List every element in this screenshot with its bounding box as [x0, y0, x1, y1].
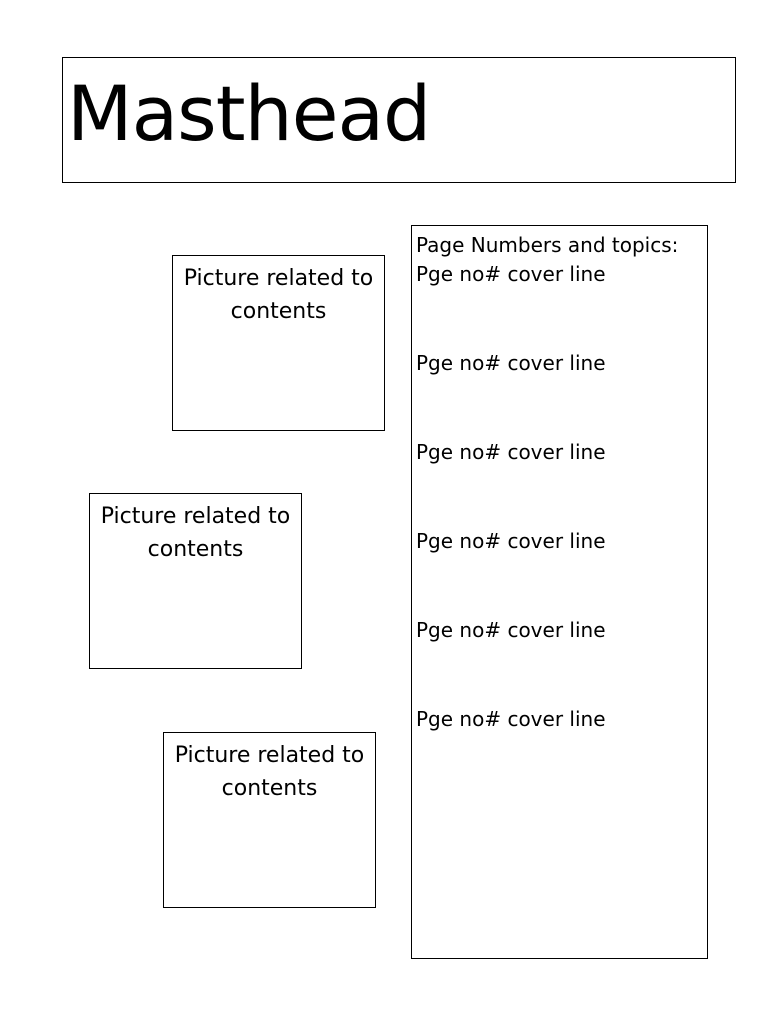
cover-line: Pge no# cover line [416, 707, 606, 731]
cover-line: Pge no# cover line [416, 262, 606, 286]
cover-line: Pge no# cover line [416, 618, 606, 642]
picture-caption: Picture related to contents [174, 743, 365, 801]
picture-placeholder-1: Picture related to contents [172, 255, 385, 431]
picture-caption: Picture related to contents [100, 504, 291, 562]
contents-box: Page Numbers and topics: Pge no# cover l… [411, 225, 708, 959]
masthead-title: Masthead [67, 69, 431, 158]
cover-line: Pge no# cover line [416, 351, 606, 375]
cover-line: Pge no# cover line [416, 529, 606, 553]
picture-placeholder-2: Picture related to contents [89, 493, 302, 669]
masthead-box: Masthead [62, 57, 736, 183]
contents-heading: Page Numbers and topics: [416, 233, 679, 257]
picture-placeholder-3: Picture related to contents [163, 732, 376, 908]
picture-caption: Picture related to contents [183, 266, 374, 324]
cover-line: Pge no# cover line [416, 440, 606, 464]
